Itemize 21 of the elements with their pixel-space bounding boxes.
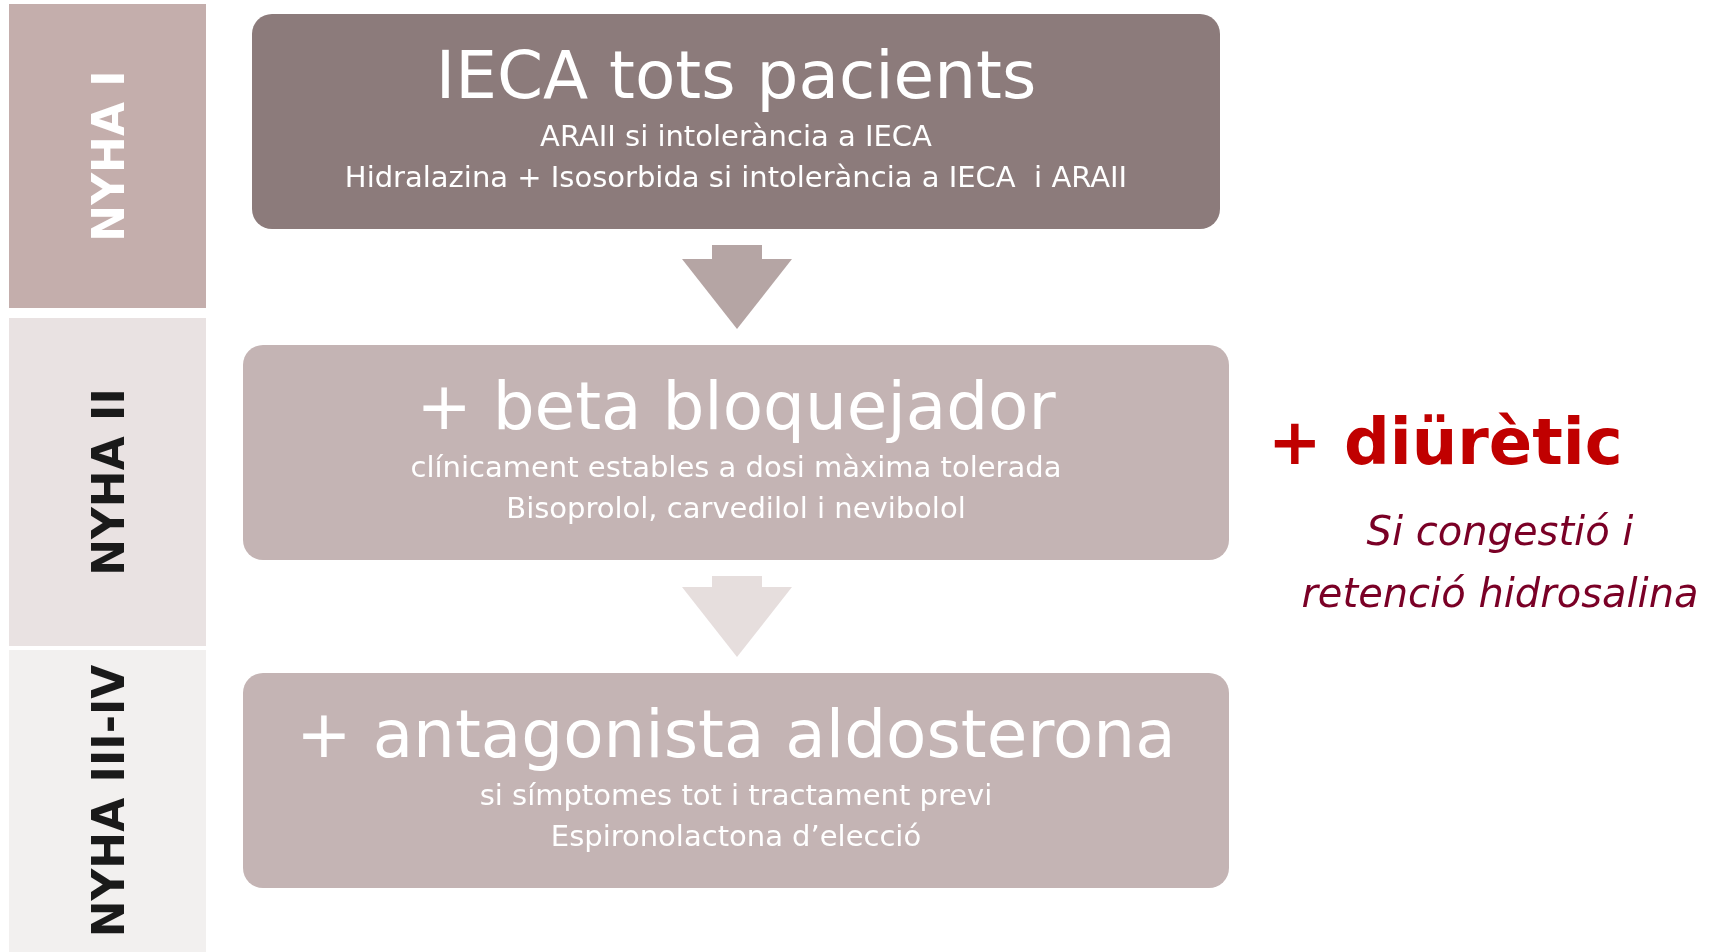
- treatment-note: clínicament estables a dosi màxima tolerada: [410, 449, 1062, 486]
- treatment-box: [243, 673, 1229, 888]
- block-arrow: [682, 245, 792, 329]
- treatment-heading: + beta bloquejador: [416, 367, 1056, 447]
- treatment-box: [243, 345, 1229, 560]
- treatment-note: Hidralazina + Isosorbida si intolerància a IECA i ARAII: [344, 159, 1128, 196]
- treatment-heading: IECA tots pacients: [435, 36, 1037, 116]
- treatment-note: si símptomes tot i tractament previ: [479, 777, 993, 814]
- stage-label: NYHA II: [82, 388, 133, 576]
- stage-label: NYHA I: [82, 70, 133, 242]
- treatment-note: Bisoprolol, carvedilol i nevibolol: [506, 490, 966, 527]
- drug-condition: Si congestió i retenció hidrosalina: [1300, 507, 1700, 618]
- block-arrow: [682, 576, 792, 657]
- treatment-heading: + antagonista aldosterona: [296, 695, 1176, 775]
- treatment-box: [252, 14, 1220, 229]
- stage-band: [9, 318, 206, 646]
- treatment-note: ARAII si intolerància a IECA: [540, 118, 932, 155]
- treatment-note: Espironolactona d’elecció: [550, 818, 922, 855]
- stage-label: NYHA III-IV: [82, 664, 133, 938]
- stage-band: [9, 4, 206, 308]
- drug-heading: + diürètic: [1268, 405, 1623, 479]
